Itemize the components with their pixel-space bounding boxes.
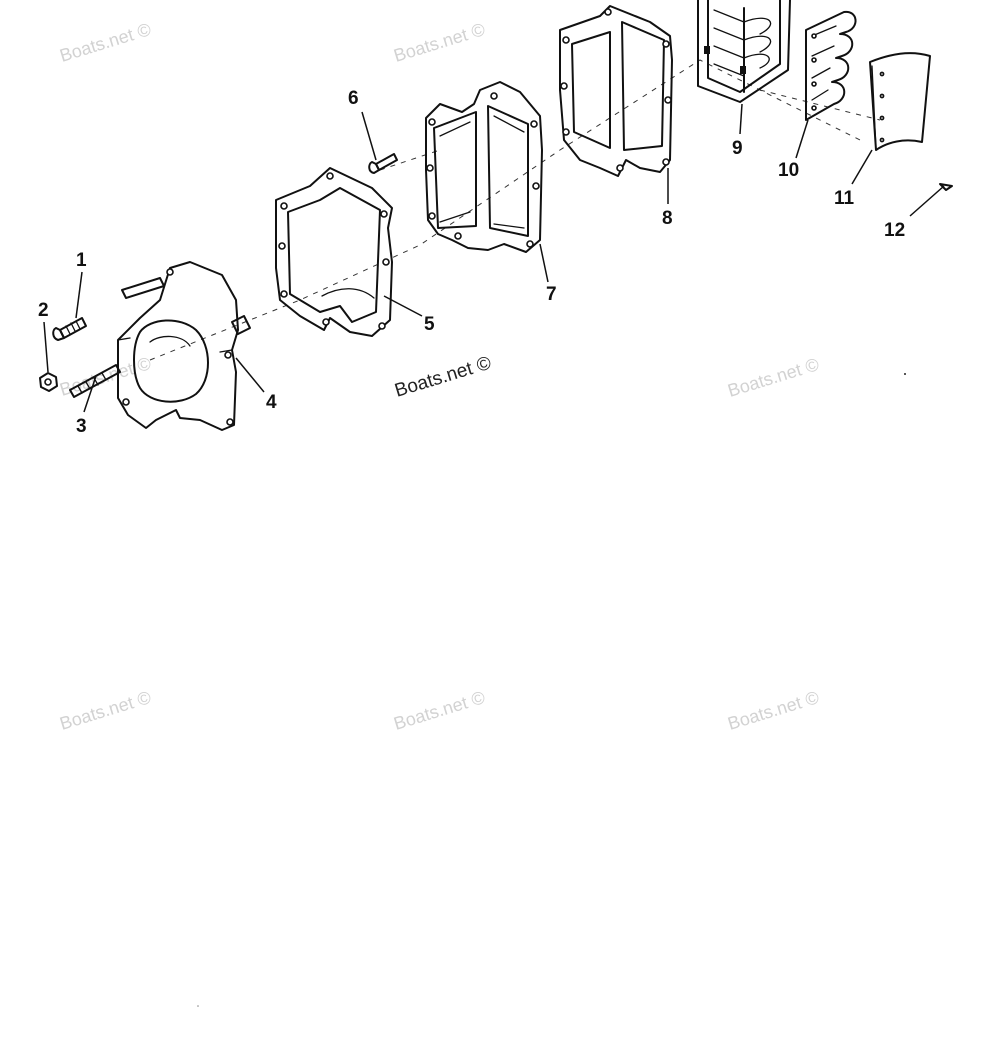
part-nut bbox=[39, 372, 58, 392]
part-reed-cage bbox=[697, 0, 791, 103]
callout-5: 5 bbox=[424, 314, 435, 335]
callout-9: 9 bbox=[732, 138, 743, 159]
speck bbox=[904, 373, 906, 375]
speck bbox=[197, 1005, 199, 1007]
callout-4: 4 bbox=[266, 392, 277, 413]
callout-6: 6 bbox=[348, 88, 359, 109]
watermark: Boats.net © bbox=[391, 19, 487, 66]
part-reed-petals bbox=[805, 10, 857, 121]
assembly-centerline bbox=[149, 59, 861, 361]
callout-11: 11 bbox=[834, 188, 855, 209]
part-reed-stop bbox=[869, 52, 931, 151]
part-reed-plate bbox=[425, 81, 543, 253]
part-screw bbox=[368, 153, 398, 174]
callout-12: 12 bbox=[884, 220, 905, 241]
callout-3: 3 bbox=[76, 416, 87, 437]
watermark: Boats.net © bbox=[57, 19, 153, 66]
watermark: Boats.net © bbox=[725, 687, 821, 734]
callout-1: 1 bbox=[76, 250, 87, 271]
watermark: Boats.net © bbox=[725, 354, 821, 401]
callout-10: 10 bbox=[778, 160, 799, 181]
callout-labels: 1 2 3 4 5 6 7 8 9 10 11 12 bbox=[38, 88, 905, 437]
part-bolt bbox=[52, 317, 87, 341]
callout-2: 2 bbox=[38, 300, 49, 321]
callout-8: 8 bbox=[662, 208, 673, 229]
watermark-prominent: Boats.net © bbox=[392, 353, 493, 402]
part-adapter-housing bbox=[117, 261, 251, 431]
part-gasket-rear bbox=[559, 5, 673, 177]
part-gasket-front bbox=[275, 167, 393, 337]
callout-7: 7 bbox=[546, 284, 557, 305]
leader-lines bbox=[43, 103, 945, 413]
assembly-centerline-2 bbox=[379, 89, 881, 171]
part-stud bbox=[69, 364, 121, 398]
watermark: Boats.net © bbox=[57, 687, 153, 734]
watermark: Boats.net © bbox=[391, 687, 487, 734]
